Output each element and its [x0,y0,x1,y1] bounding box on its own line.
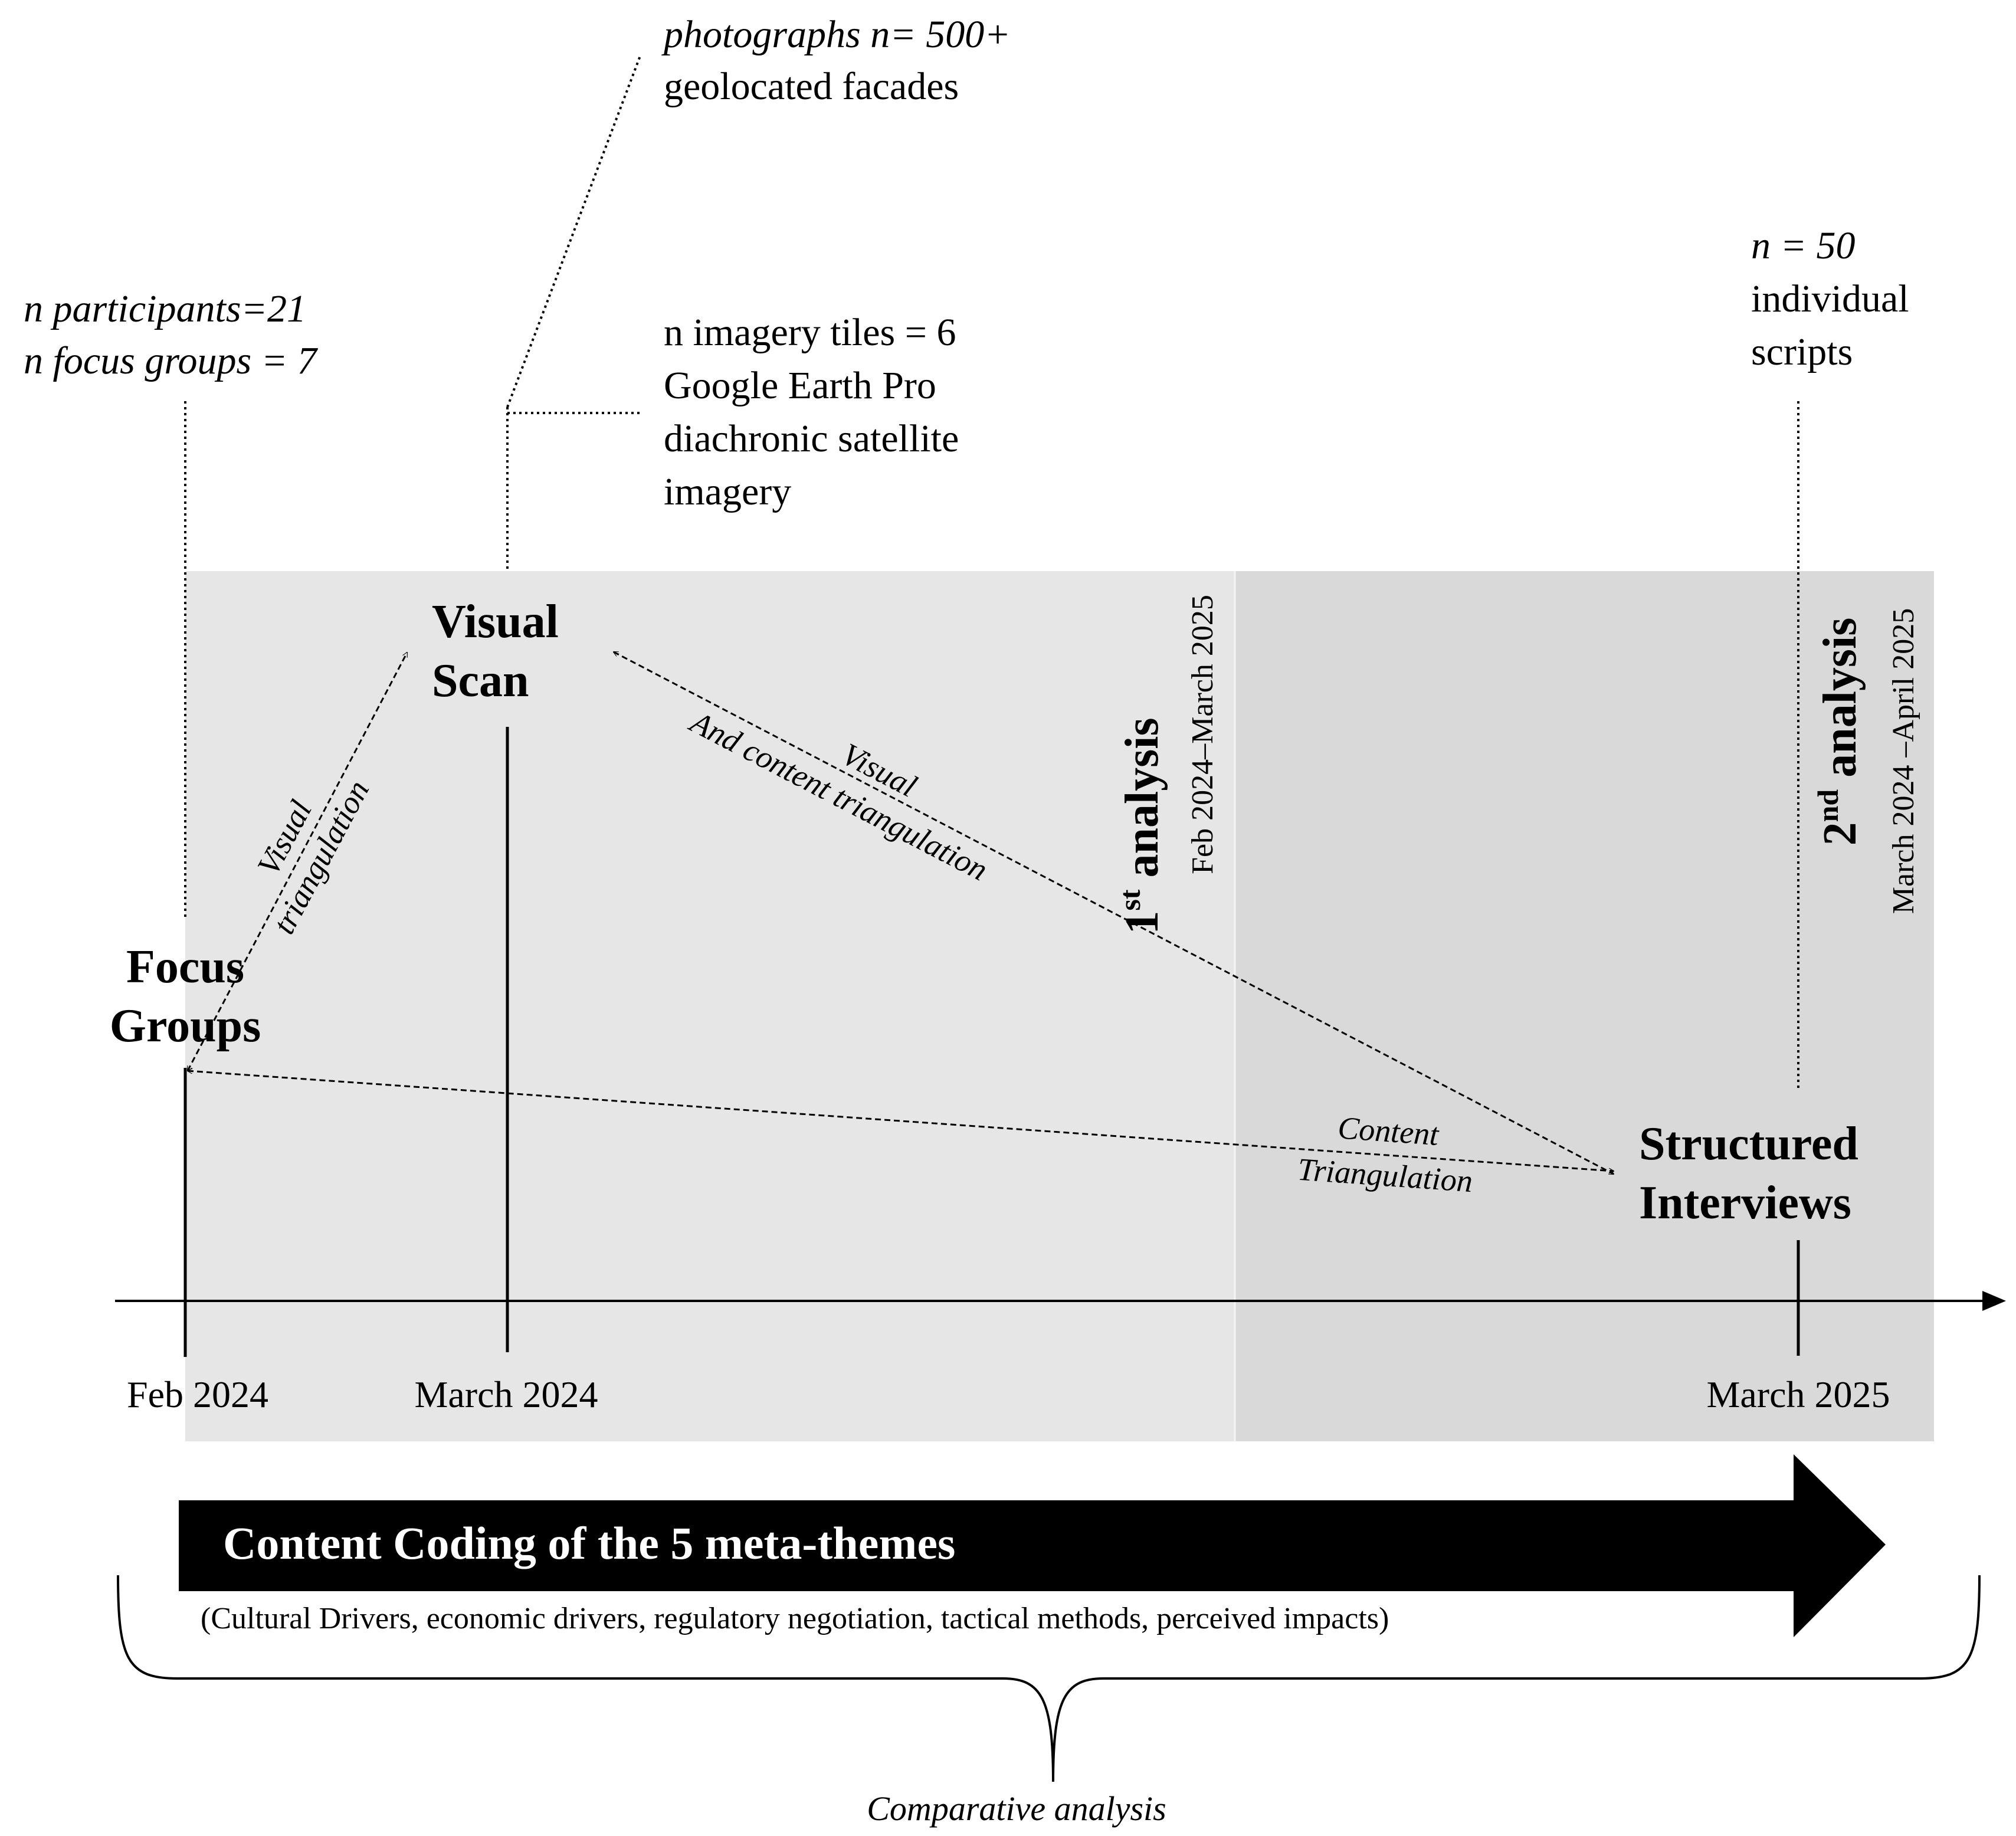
photos-annotation-line2: geolocated facades [664,65,959,108]
visual-scan-label: Visual Scan [432,596,559,707]
imagery-annotation-line2: Google Earth Pro [664,364,936,407]
visual-triangulation-arrow [186,653,408,1071]
imagery-annotation: n imagery tiles = 6 Google Earth Pro dia… [664,311,959,513]
structured-interviews-line2: Interviews [1639,1177,1851,1229]
second-analysis-period-label: March 2024 –April 2025 [1887,608,1920,914]
imagery-annotation-line1: n imagery tiles = 6 [664,311,956,354]
first-analysis-title: 1st analysis [1113,717,1168,934]
first-analysis-period-label: Feb 2024–March 2025 [1186,595,1220,874]
second-analysis-title: 2nd analysis [1811,618,1866,846]
focus-annotation-line1: n participants=21 [24,287,306,330]
structured-interviews-line1: Structured [1639,1118,1858,1170]
comparative-brace [117,1575,1981,1782]
imagery-annotation-line3: diachronic satellite [664,417,959,460]
interviews-annotation-line2: individual [1751,277,1909,320]
photographs-annotation: photographs n= 500+ geolocated facades [661,13,1011,108]
visual-scan-line2: Scan [432,655,529,707]
focus-groups-line1: Focus [126,941,244,993]
interviews-annotation: n = 50 individual scripts [1751,224,1909,373]
date-feb-2024: Feb 2024 [127,1373,268,1415]
visual-scan-line1: Visual [432,596,559,648]
interviews-annotation-line3: scripts [1751,330,1853,373]
first-analysis-label: 1st analysis [1113,717,1168,934]
scan-leader-diagonal [506,55,641,408]
content-triangulation-line1: Content [1337,1110,1441,1152]
imagery-annotation-line4: imagery [664,470,791,513]
content-coding-title: Content Coding of the 5 meta-themes [223,1517,955,1569]
focus-groups-line2: Groups [110,1000,261,1052]
content-triangulation-arrow [188,1071,1614,1171]
date-march-2024: March 2024 [414,1373,598,1415]
focus-groups-label: Focus Groups [110,941,261,1052]
comparative-analysis-label: Comparative analysis [867,1789,1166,1828]
focus-annotation-line2: n focus groups = 7 [24,339,319,382]
content-coding-themes: (Cultural Drivers, economic drivers, reg… [201,1602,1389,1635]
content-coding-arrow [179,1454,1886,1637]
first-analysis-period: Feb 2024–March 2025 [1186,595,1220,874]
photos-annotation-line1: photographs n= 500+ [661,13,1011,56]
second-analysis-label: 2nd analysis [1811,618,1866,846]
second-analysis-period: March 2024 –April 2025 [1887,608,1920,914]
focus-groups-annotation: n participants=21 n focus groups = 7 [24,287,319,382]
date-march-2025: March 2025 [1706,1373,1890,1415]
structured-interviews-label: Structured Interviews [1639,1118,1858,1229]
timeline-arrowhead [1982,1291,2006,1311]
interviews-annotation-line1: n = 50 [1751,224,1856,267]
